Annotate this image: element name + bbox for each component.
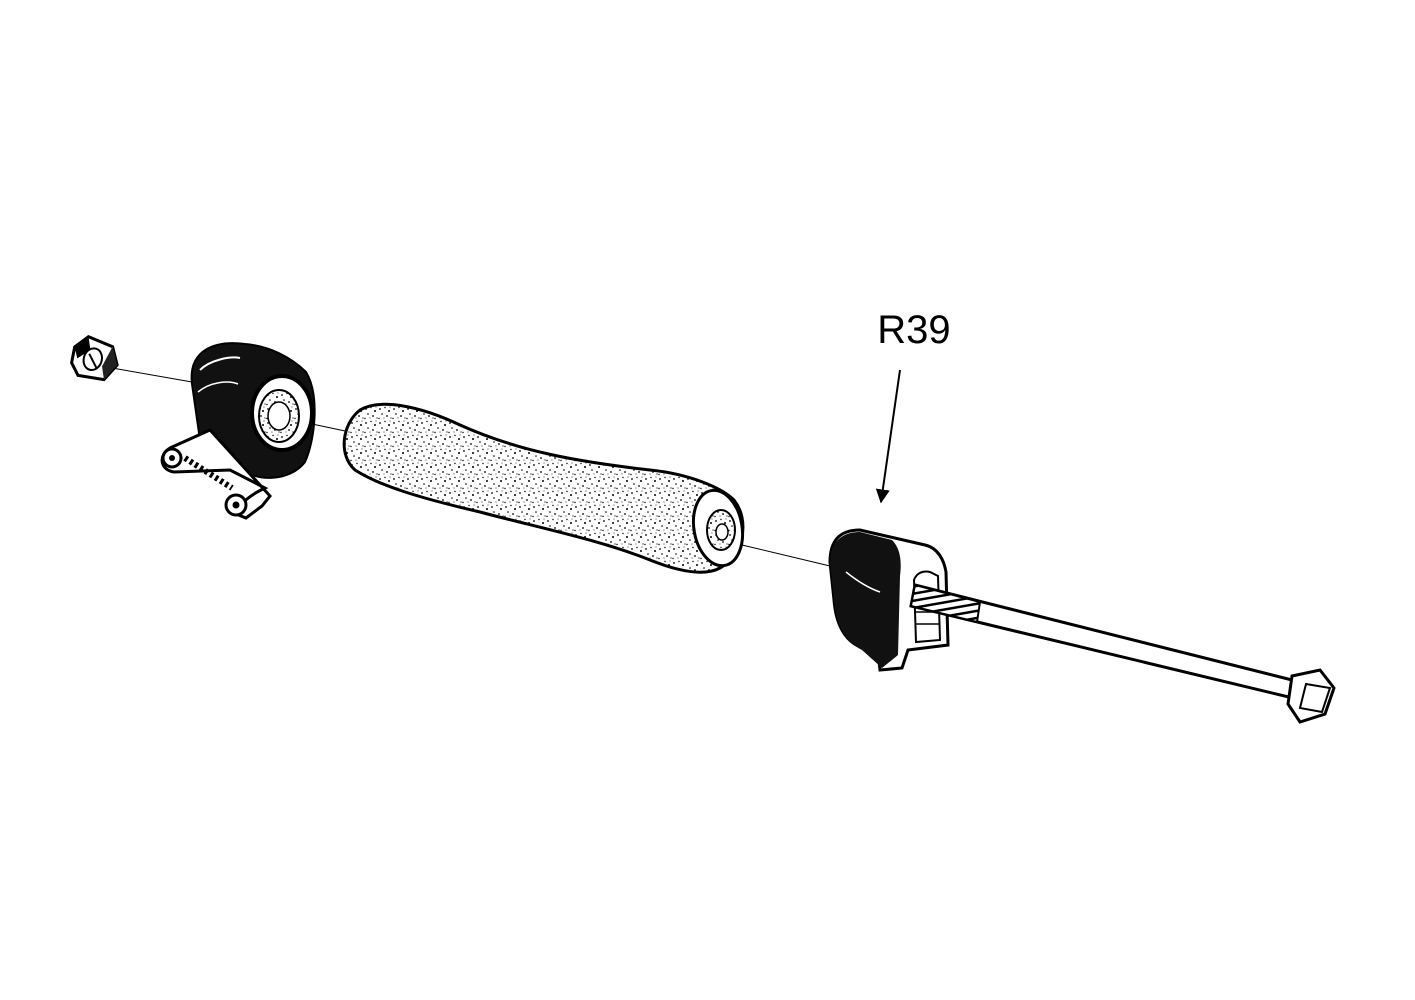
bracket [160, 342, 316, 520]
callout-label: R39 [877, 308, 950, 352]
assembly-axis-line [111, 367, 831, 567]
grip-handle [342, 402, 745, 574]
cap-nut [70, 335, 119, 382]
callout-r39: R39 [875, 308, 951, 504]
bolt [909, 583, 1336, 724]
callout-arrow [875, 369, 901, 504]
